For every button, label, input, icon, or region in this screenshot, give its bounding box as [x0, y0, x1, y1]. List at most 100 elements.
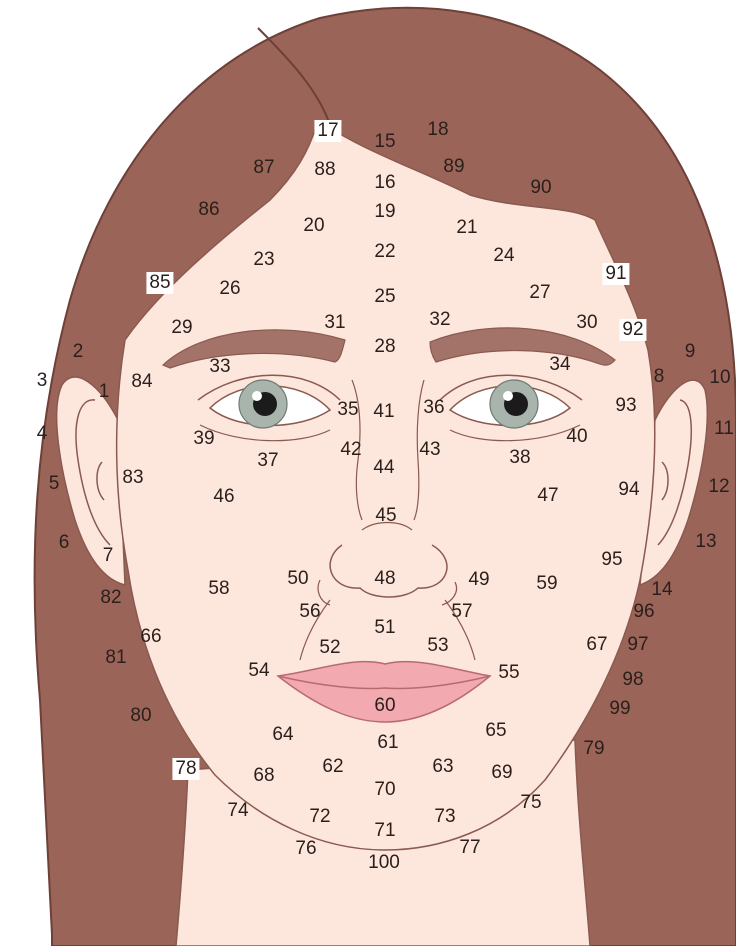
point-label-99: 99: [609, 699, 630, 719]
point-label-11: 11: [714, 419, 734, 439]
point-label-39: 39: [193, 429, 214, 449]
point-label-29: 29: [171, 318, 192, 338]
point-label-34: 34: [549, 355, 570, 375]
point-label-45: 45: [375, 506, 396, 526]
point-label-1: 1: [99, 382, 110, 402]
point-label-4: 4: [37, 424, 48, 444]
point-label-91: 91: [602, 263, 629, 285]
point-label-56: 56: [299, 602, 320, 622]
left-eye-highlight: [252, 391, 262, 401]
point-label-82: 82: [100, 588, 121, 608]
point-label-80: 80: [130, 706, 151, 726]
point-label-73: 73: [434, 807, 455, 827]
point-label-60: 60: [374, 696, 395, 716]
point-label-53: 53: [427, 636, 448, 656]
point-label-3: 3: [37, 371, 48, 391]
point-label-7: 7: [103, 546, 114, 566]
point-label-98: 98: [622, 670, 643, 690]
point-label-97: 97: [627, 635, 648, 655]
point-label-59: 59: [536, 574, 557, 594]
point-label-35: 35: [337, 400, 358, 420]
point-label-81: 81: [105, 648, 126, 668]
point-label-96: 96: [633, 602, 654, 622]
point-label-46: 46: [213, 487, 234, 507]
point-label-12: 12: [708, 477, 729, 497]
point-label-69: 69: [491, 763, 512, 783]
point-label-83: 83: [122, 468, 143, 488]
point-label-75: 75: [520, 793, 541, 813]
point-label-33: 33: [209, 357, 230, 377]
point-label-15: 15: [374, 132, 395, 152]
point-label-52: 52: [319, 638, 340, 658]
point-label-63: 63: [432, 757, 453, 777]
point-label-48: 48: [374, 569, 395, 589]
point-label-21: 21: [456, 218, 477, 238]
point-label-41: 41: [373, 402, 394, 422]
point-label-84: 84: [131, 372, 152, 392]
point-label-94: 94: [618, 480, 639, 500]
point-label-67: 67: [586, 635, 607, 655]
point-label-55: 55: [498, 663, 519, 683]
point-label-95: 95: [601, 550, 622, 570]
point-label-74: 74: [227, 801, 248, 821]
point-label-57: 57: [451, 602, 472, 622]
point-label-51: 51: [374, 618, 395, 638]
point-label-78: 78: [172, 758, 199, 780]
point-label-32: 32: [429, 310, 450, 330]
point-label-68: 68: [253, 766, 274, 786]
point-label-85: 85: [146, 272, 173, 294]
point-label-88: 88: [314, 160, 335, 180]
point-label-50: 50: [287, 569, 308, 589]
point-label-87: 87: [253, 158, 274, 178]
point-label-77: 77: [459, 838, 480, 858]
point-label-93: 93: [615, 396, 636, 416]
point-label-27: 27: [529, 283, 550, 303]
point-label-100: 100: [368, 853, 400, 873]
point-label-18: 18: [427, 120, 448, 140]
point-label-40: 40: [566, 427, 587, 447]
point-label-43: 43: [419, 440, 440, 460]
point-label-6: 6: [59, 533, 70, 553]
point-label-13: 13: [695, 532, 716, 552]
point-label-92: 92: [619, 319, 646, 341]
point-label-49: 49: [468, 570, 489, 590]
point-label-19: 19: [374, 202, 395, 222]
point-label-62: 62: [322, 757, 343, 777]
point-label-28: 28: [374, 337, 395, 357]
point-label-8: 8: [654, 367, 665, 387]
point-label-22: 22: [374, 242, 395, 262]
point-label-70: 70: [374, 780, 395, 800]
point-label-31: 31: [324, 313, 345, 333]
point-label-5: 5: [49, 474, 60, 494]
point-label-72: 72: [309, 807, 330, 827]
point-label-24: 24: [493, 246, 514, 266]
point-label-54: 54: [248, 661, 269, 681]
point-label-76: 76: [295, 839, 316, 859]
point-label-38: 38: [509, 448, 530, 468]
point-label-25: 25: [374, 287, 395, 307]
point-label-44: 44: [373, 458, 394, 478]
point-label-2: 2: [73, 342, 84, 362]
point-label-79: 79: [583, 739, 604, 759]
point-label-71: 71: [374, 821, 395, 841]
right-eye-highlight: [503, 391, 513, 401]
point-label-42: 42: [340, 440, 361, 460]
point-label-16: 16: [374, 173, 395, 193]
point-label-64: 64: [272, 725, 293, 745]
point-label-10: 10: [709, 368, 730, 388]
point-label-37: 37: [257, 451, 278, 471]
point-label-20: 20: [303, 216, 324, 236]
point-label-90: 90: [530, 178, 551, 198]
point-label-65: 65: [485, 721, 506, 741]
point-label-36: 36: [423, 398, 444, 418]
point-label-9: 9: [685, 342, 696, 362]
point-label-30: 30: [576, 313, 597, 333]
point-label-14: 14: [651, 580, 672, 600]
point-label-89: 89: [443, 157, 464, 177]
point-label-58: 58: [208, 579, 229, 599]
point-label-26: 26: [219, 279, 240, 299]
point-label-86: 86: [198, 200, 219, 220]
point-label-47: 47: [537, 486, 558, 506]
